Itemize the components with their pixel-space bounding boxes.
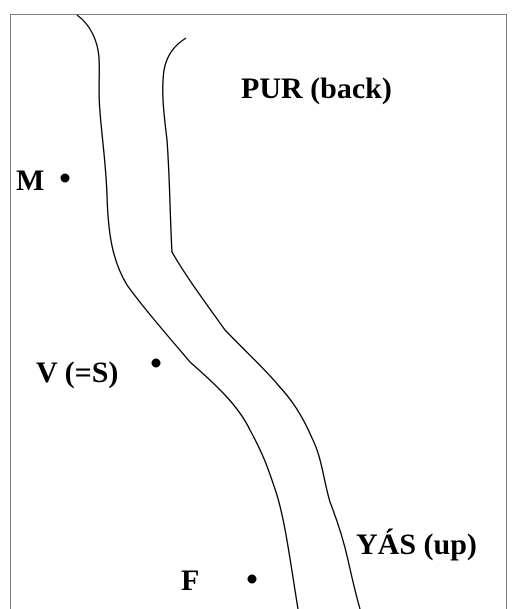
point-label-f: F (181, 564, 199, 597)
point-marker-m (61, 174, 70, 183)
point-label-m: M (16, 164, 44, 197)
point-marker-v (152, 359, 161, 368)
point-marker-f (248, 575, 257, 584)
point-label-v: V (=S) (36, 356, 118, 389)
river-right-bank (163, 38, 360, 609)
river-label: YÁS (up) (356, 528, 477, 561)
region-label: PUR (back) (241, 72, 392, 105)
